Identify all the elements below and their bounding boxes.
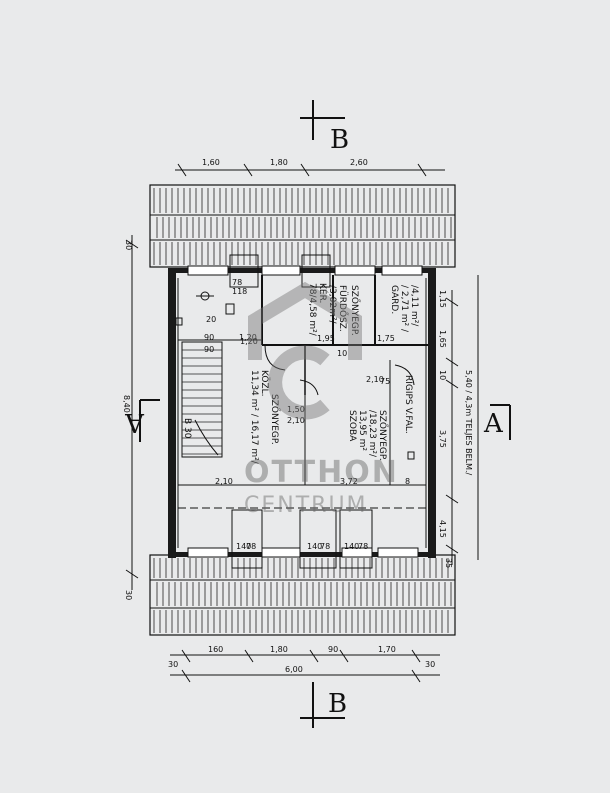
dim-top-1: 1,60: [202, 158, 220, 167]
interior-walls: [178, 275, 428, 509]
section-label-bottom: B: [328, 689, 347, 719]
misc-label-1: 90: [204, 345, 214, 354]
dim-inner-9: 2,10: [287, 416, 305, 425]
staircase: B 30: [181, 341, 223, 458]
watermark: OTTHON CENTRUM: [244, 281, 399, 518]
window-label-7: 78: [358, 542, 368, 551]
bathroom-name: FÜRDŐSZ.: [337, 285, 348, 332]
dim-inner-6: 10: [337, 349, 347, 358]
room-label-wardrobe: GARD. / 2,71 m² / /4,11 m²/: [389, 285, 419, 333]
left-dimension-line: 8,40 30 30: [122, 235, 139, 600]
dim-left-2: 30: [124, 590, 133, 600]
section-marker-left: A: [124, 399, 160, 442]
dim-right-2: 1,65: [438, 330, 447, 348]
dim-inner-5: 75: [380, 377, 390, 386]
window-label-4: 140: [236, 542, 251, 551]
stair-steps: [182, 349, 222, 455]
section-label-right: A: [483, 409, 504, 439]
fixtures: [175, 291, 415, 460]
dim-inner-11: 90: [204, 333, 214, 342]
hall-floor: SZŐNYEGP.: [269, 394, 280, 445]
section-marker-bottom: B: [300, 682, 347, 728]
dim-bottom-3: 1,80: [270, 645, 288, 654]
room-label-room: SZOBA 13,95 m² /18,23 m²/ SZŐNYEGP.: [347, 410, 388, 461]
dim-inner-1: 2,10: [215, 477, 233, 486]
bathroom-floor: SZŐNYEGP.: [349, 285, 360, 336]
dim-right-6: 35: [444, 558, 453, 568]
dim-bottom-6: 30: [425, 660, 435, 669]
room-area: 13,95 m²: [357, 410, 367, 451]
storage-name: 78/4,58 m²/: [307, 283, 317, 337]
top-dimension-line: 1,60 1,80 2,60: [175, 158, 445, 177]
roof-tiles-bottom: [153, 558, 452, 633]
window-label-8: 140: [344, 542, 359, 551]
room-floor: SZŐNYEGP.: [377, 410, 388, 461]
dim-left-total: 8,40: [122, 395, 131, 413]
right-dimension-line: 1,15 1,65 10 3,75 4,15 35 5,40 / 4,3m TE…: [438, 275, 479, 568]
bathroom-area: /3,02m²/: [327, 285, 337, 324]
bottom-dimension-line: 30 160 1,80 90 1,70 30 6,00: [168, 645, 440, 683]
dim-right-total: 5,40 / 4,3m TELJES BELM./: [464, 370, 473, 476]
dim-right-5: 4,15: [438, 520, 447, 538]
wardrobe-floor: /4,11 m²/: [409, 285, 419, 327]
window-label-5: 78: [320, 542, 330, 551]
hall-name: KÖZL.: [259, 370, 270, 397]
room-label-storage: 78/4,58 m²/ KÉR.: [307, 283, 329, 337]
storage-area: KÉR.: [317, 283, 329, 303]
section-marker-right: A: [483, 404, 511, 440]
watermark-line1: OTTHON: [244, 455, 399, 490]
section-label-left: A: [124, 407, 145, 437]
top-windows: [187, 254, 423, 288]
roof-hatch-top: [149, 184, 456, 268]
dim-bottom-5: 1,70: [378, 645, 396, 654]
room-label-hall: KÖZL. 11,34 m² / 16,17 m²/ SZŐNYEGP.: [249, 370, 280, 465]
window-label-6: 140: [307, 542, 322, 551]
dim-inner-7: 2,10: [366, 375, 384, 384]
dim-bottom-4: 90: [328, 645, 338, 654]
dim-inner-8: 1,50: [287, 405, 305, 414]
dim-inner-13: 1,75: [377, 334, 395, 343]
dim-inner-10: 1,20: [239, 333, 257, 342]
roof-tiles-top: [153, 188, 452, 265]
door-swings: [264, 344, 415, 396]
dim-right-1: 1,15: [438, 290, 447, 308]
dim-right-3: 10: [438, 370, 447, 380]
roof-hatch-bottom: [149, 554, 456, 636]
stair-note: B 30: [182, 418, 192, 439]
window-labels: 78 118 78 140 78 140 78 140: [232, 278, 368, 551]
room-label-bathroom: FÜRDŐSZ. /3,02m²/ SZŐNYEGP.: [327, 285, 360, 336]
room-name: SZOBA: [347, 410, 357, 442]
wardrobe-area: / 2,71 m² /: [399, 285, 409, 333]
bottom-windows: [187, 509, 419, 569]
wall-note-text: RIGIPS V.FAL.: [403, 375, 413, 434]
dim-bottom-2: 160: [208, 645, 223, 654]
dim-top-2: 1,80: [270, 158, 288, 167]
misc-labels: 90 20: [204, 315, 216, 354]
window-label-2: 118: [232, 287, 247, 296]
dim-inner-12: 1,95: [317, 334, 335, 343]
dim-left-1: 30: [124, 240, 133, 250]
wardrobe-name: GARD.: [389, 285, 399, 314]
section-label-top: B: [330, 125, 349, 155]
watermark-line2: CENTRUM: [244, 493, 368, 518]
dim-inner-4: 1,20: [240, 337, 258, 346]
watermark-logo-icon: [248, 281, 362, 420]
dim-right-4: 3,75: [438, 430, 447, 448]
dim-inner-2: 3,72: [340, 477, 358, 486]
window-label-3: 78: [246, 542, 256, 551]
dim-bottom-total: 6,00: [285, 665, 303, 674]
dim-top-3: 2,60: [350, 158, 368, 167]
wall-note: RIGIPS V.FAL.: [403, 375, 413, 434]
section-marker-top: B: [300, 100, 349, 155]
misc-label-2: 20: [206, 315, 216, 324]
dim-inner-3: 8: [405, 477, 410, 486]
room-area2: /18,23 m²/: [367, 410, 377, 458]
dim-bottom-1: 30: [168, 660, 178, 669]
hall-area: 11,34 m² / 16,17 m²/: [249, 370, 259, 465]
window-label-1: 78: [232, 278, 242, 287]
inner-dimensions: 2,10 3,72 8 1,20 75 10 2,10 1,50 2,10 1,…: [204, 333, 410, 486]
